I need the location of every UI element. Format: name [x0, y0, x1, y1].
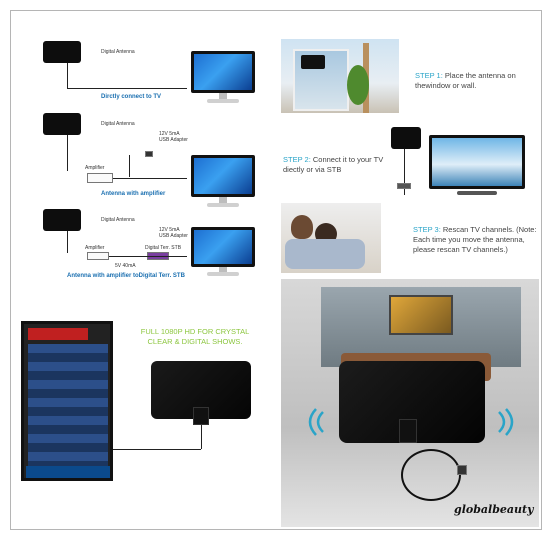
step1-prefix: STEP 1:	[415, 71, 443, 80]
row1-cable	[67, 63, 68, 88]
couple-watching-tv-photo	[281, 203, 381, 273]
row2-cable-h	[113, 178, 187, 179]
amplifier-box-icon	[87, 173, 113, 183]
signal-waves-right-icon	[498, 408, 514, 436]
row1-caption: Dirctly connect to TV	[101, 94, 162, 100]
tv-monitor-icon	[191, 155, 255, 211]
tv-monitor-icon	[191, 227, 255, 279]
stb-box-icon	[397, 183, 411, 189]
antenna-panel-icon	[43, 209, 81, 231]
coax-plug-icon	[457, 465, 467, 475]
usb-plug-icon	[145, 151, 153, 157]
antenna-panel-icon	[391, 127, 421, 149]
tv-monitor-icon	[191, 51, 255, 107]
antenna-panel-icon	[43, 41, 81, 63]
signal-waves-left-icon	[308, 408, 324, 436]
antenna-coax-cable	[201, 425, 202, 449]
coax-cable-loop	[401, 449, 461, 501]
step1-text: STEP 1: Place the antenna on thewindow o…	[415, 71, 535, 91]
row2-cable	[67, 135, 68, 171]
step2-cable	[404, 149, 405, 195]
row2-amplifier-label: Amplifier	[85, 165, 105, 171]
connection-diagram-panel: Digital Antenna Dirctly connect to TV Di…	[19, 31, 269, 281]
row3-cable	[67, 231, 68, 253]
watermark: globalbeauty	[454, 503, 534, 516]
row1-antenna-label: Digital Antenna	[101, 49, 135, 55]
row3-adapter-label: 12V 5mA USB Adapter	[159, 227, 188, 239]
row3-antenna-label: Digital Antenna	[101, 217, 135, 223]
antenna-cable-connector-icon	[399, 419, 417, 443]
step2-text: STEP 2: Connect it to your TV diectly or…	[283, 155, 393, 175]
window-photo	[281, 39, 399, 113]
steps-panel: STEP 1: Place the antenna on thewindow o…	[279, 37, 539, 277]
row2-adapter-label: 12V 5mA USB Adapter	[159, 131, 188, 143]
row2-caption: Antenna with amplifier	[101, 191, 166, 197]
row3-power-label: 5V 40mA	[115, 263, 136, 269]
step3-text: STEP 3: Rescan TV channels. (Note: Each …	[413, 225, 537, 255]
tv-channel-guide-screen	[21, 321, 113, 481]
step3-body: Rescan TV channels. (Note: Each time you…	[413, 225, 537, 254]
step3-prefix: STEP 3:	[413, 225, 441, 234]
step1-body: Place the antenna on thewindow or wall.	[415, 71, 516, 90]
promo-panel: FULL 1080P HD FOR CRYSTAL CLEAR & DIGITA…	[21, 321, 271, 491]
living-room-antenna-photo	[281, 279, 539, 527]
row2-antenna-label: Digital Antenna	[101, 121, 135, 127]
antenna-cable-connector-icon	[193, 407, 209, 425]
row2-usb-cable	[129, 155, 130, 177]
antenna-coax-cable-h	[113, 449, 201, 450]
tv-monitor-icon	[429, 135, 525, 197]
row1-cable-h	[67, 88, 187, 89]
row3-amplifier-label: Amplifier	[85, 245, 105, 251]
row3-stb-label: Digital Terr. STB	[145, 245, 182, 251]
step2-prefix: STEP 2:	[283, 155, 311, 164]
row3-caption: Antenna with amplifier toDigital Terr. S…	[67, 273, 185, 279]
product-collage: Digital Antenna Dirctly connect to TV Di…	[10, 10, 542, 530]
row3-cable-h	[109, 256, 187, 257]
step2-body: Connect it to your TV diectly or via STB	[283, 155, 384, 174]
promo-headline: FULL 1080P HD FOR CRYSTAL CLEAR & DIGITA…	[140, 327, 250, 346]
antenna-panel-icon	[43, 113, 81, 135]
amplifier-box-icon	[87, 252, 109, 260]
